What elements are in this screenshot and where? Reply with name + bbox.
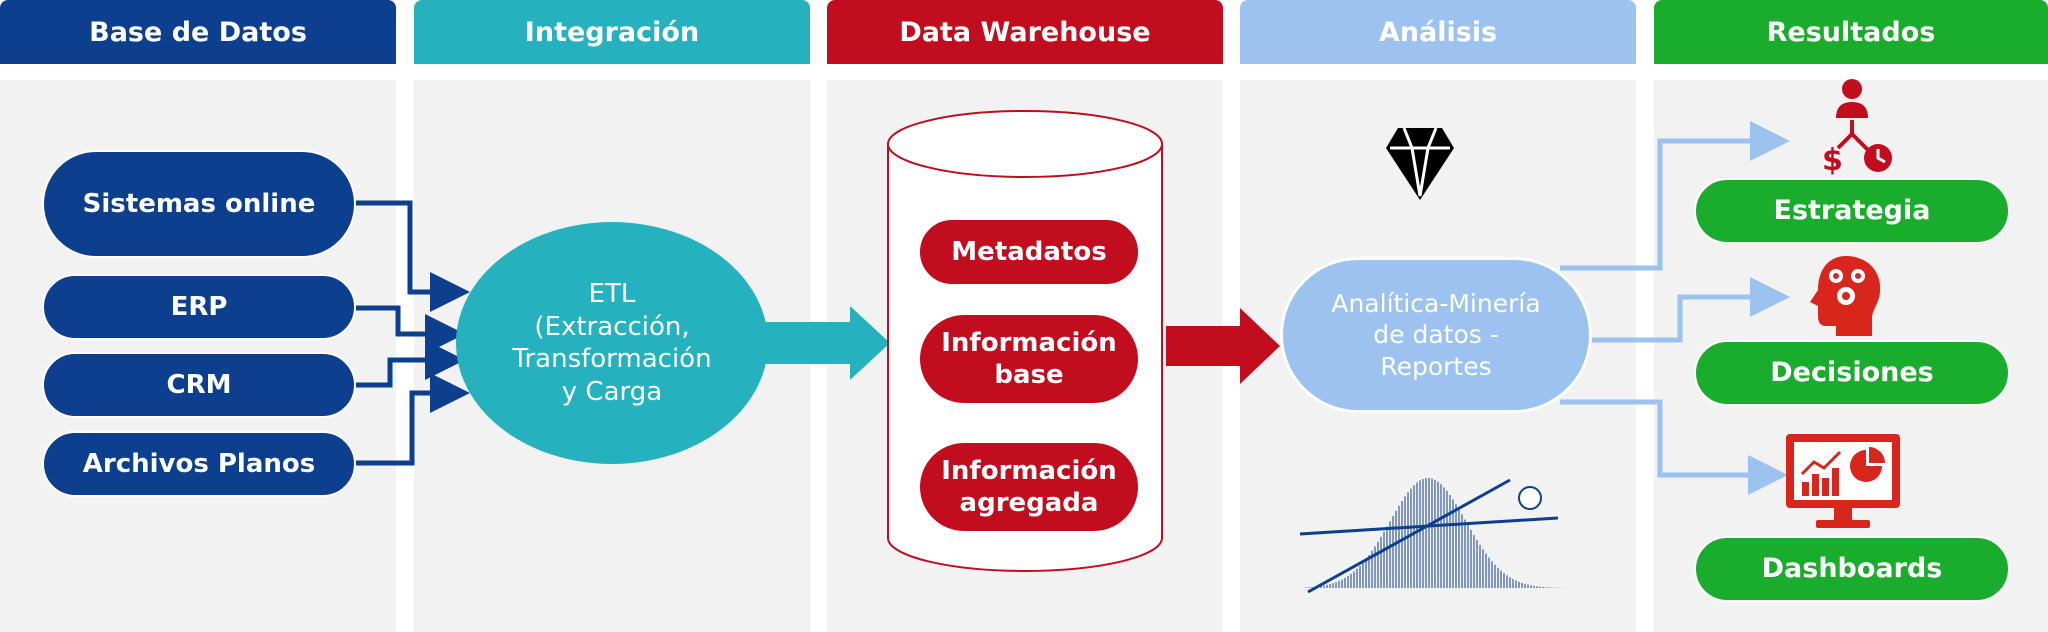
etl-label-line4: y Carga: [561, 376, 663, 407]
connector-estrategia: [1560, 121, 1790, 271]
connector-crm: [352, 340, 465, 388]
source-erp: ERP: [42, 274, 356, 340]
warehouse-informacion-base: Información base: [918, 313, 1140, 405]
result-dashboards: Dashboards: [1694, 536, 2010, 602]
etl-label-line1: ETL: [588, 279, 636, 309]
analysis-label-line3: Reportes: [1380, 351, 1492, 381]
warehouse-to-analysis-arrow: [1166, 308, 1280, 384]
info-base-line2: base: [994, 360, 1064, 390]
etl-to-warehouse-arrow: [752, 306, 890, 380]
result-decisiones: Decisiones: [1694, 340, 2010, 406]
analysis-label-line2: de datos -: [1373, 320, 1499, 350]
result-connectors: [1560, 121, 1790, 495]
info-base-line1: Información: [941, 327, 1117, 358]
diamond-icon: [1386, 127, 1454, 200]
analysis-label-line1: Analítica-Minería: [1331, 289, 1541, 319]
etl-node: ETL (Extracción, Transformación y Carga: [456, 222, 768, 464]
header-resultados: Resultados: [1654, 0, 2048, 64]
warehouse-metadatos: Metadatos: [918, 218, 1140, 286]
distribution-chart-icon: [1299, 478, 1568, 594]
source-archivos-planos: Archivos Planos: [42, 431, 356, 497]
header-integracion: Integración: [414, 0, 810, 64]
head-gears-icon: [1810, 256, 1881, 336]
connector-archivos-planos: [352, 373, 470, 466]
source-sistemas-online: Sistemas online: [42, 150, 356, 258]
svg-text:$: $: [1822, 143, 1843, 176]
etl-label-line3: Transformación: [512, 344, 712, 374]
connector-dashboards: [1560, 399, 1788, 495]
header-data-warehouse: Data Warehouse: [827, 0, 1223, 64]
connector-erp: [352, 305, 465, 354]
info-agregada-line2: agregada: [959, 488, 1099, 518]
analysis-node: Analítica-Minería de datos - Reportes: [1280, 257, 1592, 413]
connector-sistemas-online: [352, 200, 470, 312]
header-analisis: Análisis: [1240, 0, 1636, 64]
monitor-dashboard-icon: [1786, 434, 1900, 528]
info-agregada-line1: Información: [941, 455, 1117, 486]
warehouse-informacion-agregada: Información agregada: [918, 441, 1140, 533]
connector-decisiones: [1590, 277, 1790, 343]
header-base-de-datos: Base de Datos: [0, 0, 396, 64]
etl-label-line2: (Extracción,: [534, 311, 690, 342]
result-estrategia: Estrategia: [1694, 178, 2010, 244]
strategy-person-icon: $: [1822, 79, 1892, 176]
source-connectors: [352, 200, 470, 466]
source-crm: CRM: [42, 352, 356, 418]
